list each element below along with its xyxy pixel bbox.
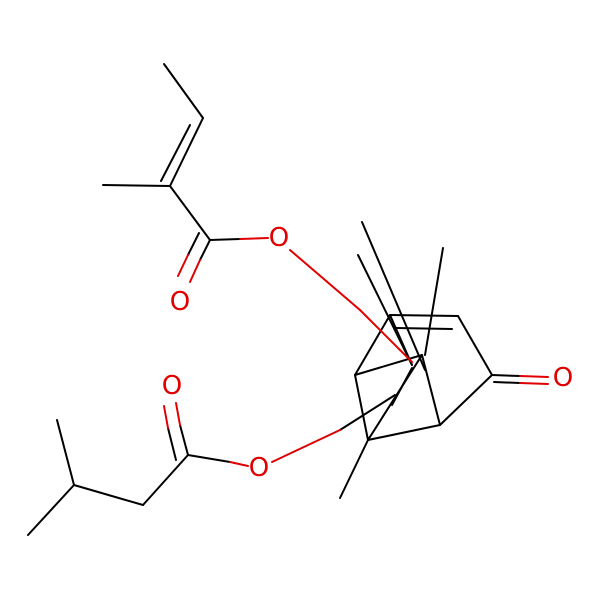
bond-ketone-black-a (491, 374, 521, 377)
atom-labels: O O O O O (162, 223, 573, 483)
bond-bridgehead-apex (421, 354, 441, 426)
bond-ring-to-ketone (457, 315, 493, 376)
bond-ch2-ch (73, 484, 144, 506)
bond-core-to-ester-bottom-black (339, 394, 396, 431)
bond-ring-double-a (389, 314, 459, 317)
bond-co-double-top-a-black (199, 239, 211, 261)
bond-carbonyl-oxygen-bottom-black (187, 454, 231, 463)
bond-alpha-carbonyl (169, 185, 211, 241)
bond-ketone-red-a (519, 375, 549, 378)
bond-ester-top-to-core-b (359, 309, 413, 363)
bond-bridgehead-quaternary (367, 424, 441, 441)
bond-ester-top-to-core-a (289, 249, 361, 311)
bond-co-double-top-a-red (189, 259, 201, 283)
oxygen-label-ketone: O (553, 363, 573, 393)
oxygen-bonds (163, 237, 549, 467)
bond-wedge-stub (391, 367, 413, 406)
bond-upper-left (354, 314, 391, 376)
bond-left-to-apex (354, 354, 423, 376)
bond-ketone-bridgehead (439, 374, 493, 426)
bond-carbonyl-oxygen-bottom-red (229, 461, 249, 467)
oxygen-label-carbonyl-bottom: O (162, 371, 182, 401)
bond-left-vertical (354, 374, 369, 441)
bond-core-to-ester-bottom-red (271, 429, 341, 463)
bond-ch-methyl-b (27, 484, 75, 536)
bond-co-double-top-b-red (177, 254, 189, 277)
bond-core-a (389, 314, 413, 366)
bond-carbonyl-oxygen-top-red (239, 237, 269, 240)
bond-core-methyl-1 (361, 221, 426, 371)
bond-ring-double-b (395, 327, 453, 330)
bond-alpha-methyl (102, 184, 171, 187)
bond-ch-methyl-a (56, 419, 75, 486)
bond-co-double-bottom-a-red (175, 402, 181, 426)
bond-acyl-ch2 (142, 454, 189, 506)
bond-co-double-bottom-b-red (163, 405, 169, 429)
bond-ketone-black-b (493, 381, 521, 384)
bond-core-methyl-3 (424, 247, 444, 356)
oxygen-label-ester-bottom: O (249, 453, 269, 483)
oxygen-label-carbonyl-top: O (170, 287, 190, 317)
bond-carbonyl-oxygen-top-black (209, 238, 241, 241)
bond-alkene-double-b (160, 124, 191, 182)
oxygen-label-ester-top: O (269, 223, 289, 253)
bond-terminal-methyl (163, 63, 204, 119)
bond-co-double-bottom-a-black (179, 424, 189, 456)
bond-co-double-bottom-b-black (167, 427, 177, 461)
bond-co-double-top-b-black (187, 232, 200, 256)
carbon-bonds (27, 63, 521, 536)
bond-ketone-red-b (519, 382, 549, 385)
bond-alkene-double-a (169, 117, 204, 187)
bond-quaternary-methyl (339, 439, 369, 499)
